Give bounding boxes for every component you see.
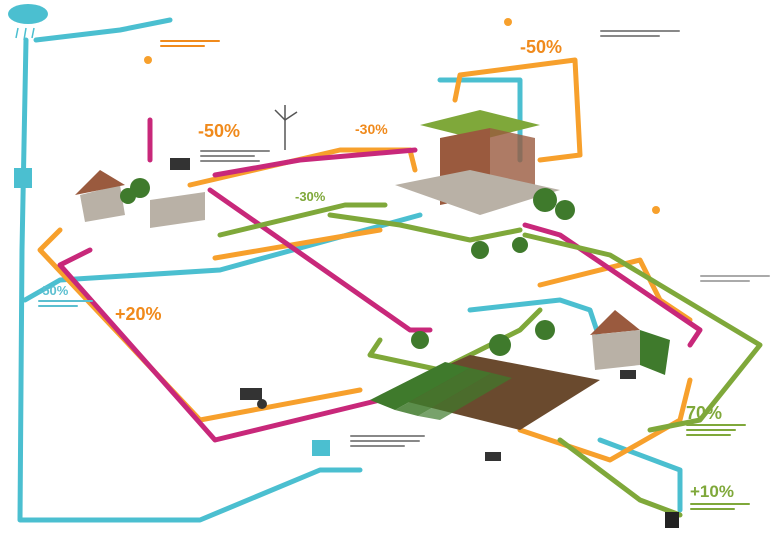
pct-left-center: -50%	[198, 121, 241, 141]
tractor-wheel	[257, 399, 267, 409]
waste-pipe-right-loop	[522, 222, 703, 348]
sun-core	[652, 206, 660, 214]
energy-pipe-mid	[212, 227, 383, 261]
rain-cloud-icon	[8, 4, 48, 41]
rain-drop	[31, 27, 35, 39]
caption-block	[600, 30, 680, 40]
energy-pipe-top-loop	[452, 57, 583, 163]
rain-drops	[15, 27, 35, 41]
building-tree-1	[533, 188, 557, 212]
rain-drop	[23, 27, 27, 41]
food-pipe-mid	[217, 202, 388, 238]
water-pipe-building	[437, 77, 523, 163]
cow-body-2	[620, 370, 636, 379]
sun-core	[504, 18, 512, 26]
farm-field	[370, 355, 600, 430]
turbine-blade	[274, 109, 286, 121]
cow-icon	[485, 370, 636, 461]
field-tree-2	[489, 334, 511, 356]
waste-network	[57, 117, 703, 443]
caption-block	[700, 275, 770, 285]
sun-core	[144, 56, 152, 64]
drain-box-2	[312, 440, 330, 456]
farmhouse-roof	[75, 170, 125, 195]
drainage-icon	[14, 168, 330, 456]
caption-block	[38, 300, 93, 310]
tractor-body-2	[170, 158, 190, 170]
rain-cloud-body	[8, 4, 48, 24]
food-pipe-down	[557, 437, 683, 518]
waste-pipe-diagonal	[212, 147, 418, 178]
drain-box	[14, 168, 32, 188]
pct-top-right: -50%	[520, 37, 563, 57]
caption-block	[160, 40, 220, 50]
pct-mid-left-green: -30%	[295, 189, 326, 204]
caption-block	[200, 150, 270, 165]
barn	[150, 192, 205, 228]
caption-block	[690, 503, 750, 513]
waste-bin-icon	[665, 512, 679, 528]
pct-right-lower-green: 70%	[686, 403, 723, 423]
food-network	[217, 202, 763, 518]
field-crops-3	[418, 373, 512, 420]
farm-compound	[590, 310, 670, 375]
bin-body	[665, 512, 679, 528]
farm-greenroof	[640, 330, 670, 375]
water-pipe-main-vertical	[17, 37, 363, 523]
tractor-body	[240, 388, 262, 400]
pct-bottom-right-green: +10%	[690, 482, 734, 501]
sun-icon	[144, 18, 660, 214]
farmhouse	[75, 170, 205, 228]
field-tree-3	[535, 320, 555, 340]
tree-2	[120, 188, 136, 204]
building-tree-2	[555, 200, 575, 220]
cow-body	[485, 452, 501, 461]
field-tree-5	[512, 237, 528, 253]
field-trees	[411, 237, 555, 356]
caption-block	[686, 424, 746, 439]
apartment-building	[395, 110, 575, 220]
food-pipe-upper	[327, 212, 523, 243]
water-pipe-field-right	[467, 297, 603, 343]
field-tree-1	[411, 331, 429, 349]
pct-far-left-blue: -50%	[38, 283, 69, 298]
waste-pipe-left-big	[57, 247, 383, 443]
pct-center: -30%	[355, 121, 388, 137]
farmhouse-wall	[80, 185, 125, 222]
field-tree-4	[471, 241, 489, 259]
farm-wall	[592, 330, 640, 370]
tractor-icon	[170, 158, 267, 409]
farm-roof	[590, 310, 640, 335]
field-crops-2	[395, 368, 492, 416]
pct-left-lower-orange: +20%	[115, 304, 162, 324]
food-pipe-right	[522, 232, 763, 433]
building-base	[395, 170, 560, 215]
water-pipe-top	[33, 17, 173, 43]
wind-turbine-icon	[274, 105, 298, 150]
field-crops	[370, 362, 470, 410]
rain-drop	[15, 27, 19, 39]
caption-block	[350, 435, 425, 450]
waste-pipe-center-to-field	[207, 187, 433, 333]
turbine-blade	[284, 111, 298, 121]
